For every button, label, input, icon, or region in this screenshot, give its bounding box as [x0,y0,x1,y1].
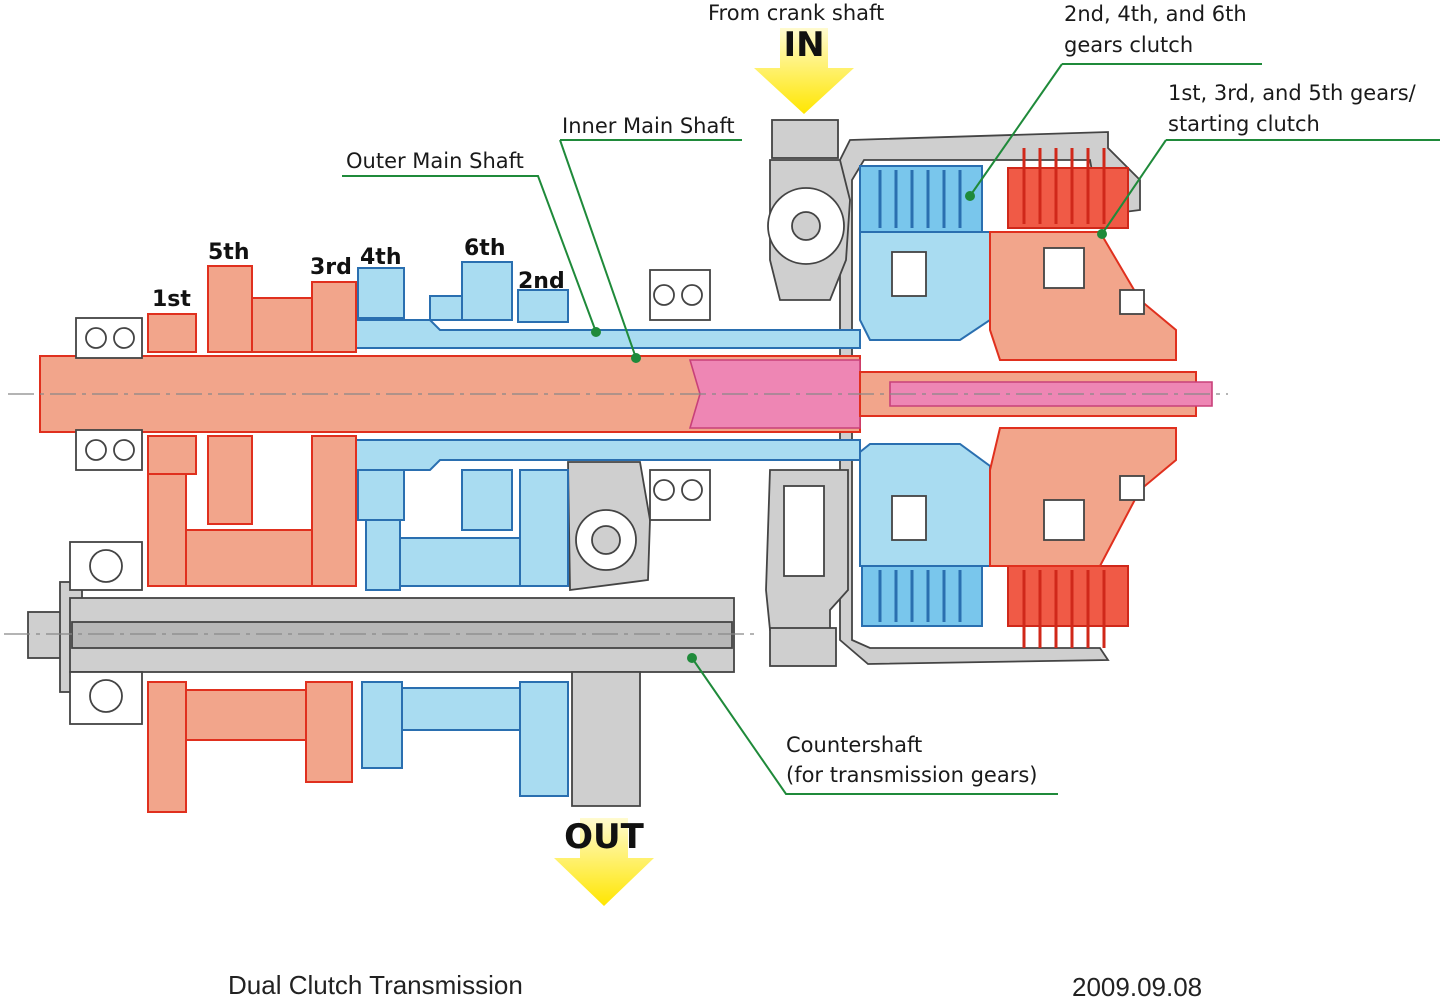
inner-main-shaft-label: Inner Main Shaft [562,114,735,138]
from-crank-shaft-label: From crank shaft [708,1,884,25]
countershaft-assembly [27,461,735,807]
outer-main-shaft-label: Outer Main Shaft [346,149,524,173]
odd-clutch-plates [1022,148,1106,648]
gear-label-1st: 1st [152,287,191,312]
outer-main-shaft [351,261,861,797]
out-label: OUT [564,817,645,857]
countershaft-label-line1: Countershaft [786,733,922,757]
callout-leaders [342,63,1440,795]
in-label: IN [783,25,824,65]
gear-label-6th: 6th [464,236,506,261]
even-clutch-label-line2: gears clutch [1064,33,1193,57]
even-gears-clutch [859,165,991,627]
gear-label-4th: 4th [360,245,402,270]
odd-clutch-label-line1: 1st, 3rd, and 5th gears/ [1168,81,1417,105]
gear-labels: 1st 5th 3rd 4th 6th 2nd [152,236,565,312]
odd-gears-clutch [989,148,1177,648]
in-arrow: IN [754,25,854,114]
odd-clutch-label-line2: starting clutch [1168,112,1320,136]
even-clutch-plates [878,170,962,622]
countershaft-label-line2: (for transmission gears) [786,763,1037,787]
gear-label-2nd: 2nd [518,269,565,294]
callout-labels: From crank shaft 2nd, 4th, and 6th gears… [346,1,1417,787]
gear-label-5th: 5th [208,240,250,265]
gear-label-3rd: 3rd [310,255,352,280]
out-arrow: OUT [554,817,654,906]
even-clutch-label-line1: 2nd, 4th, and 6th [1064,2,1247,26]
diagram-title: Dual Clutch Transmission [228,970,523,997]
diagram-date: 2009.09.08 [1072,972,1202,997]
